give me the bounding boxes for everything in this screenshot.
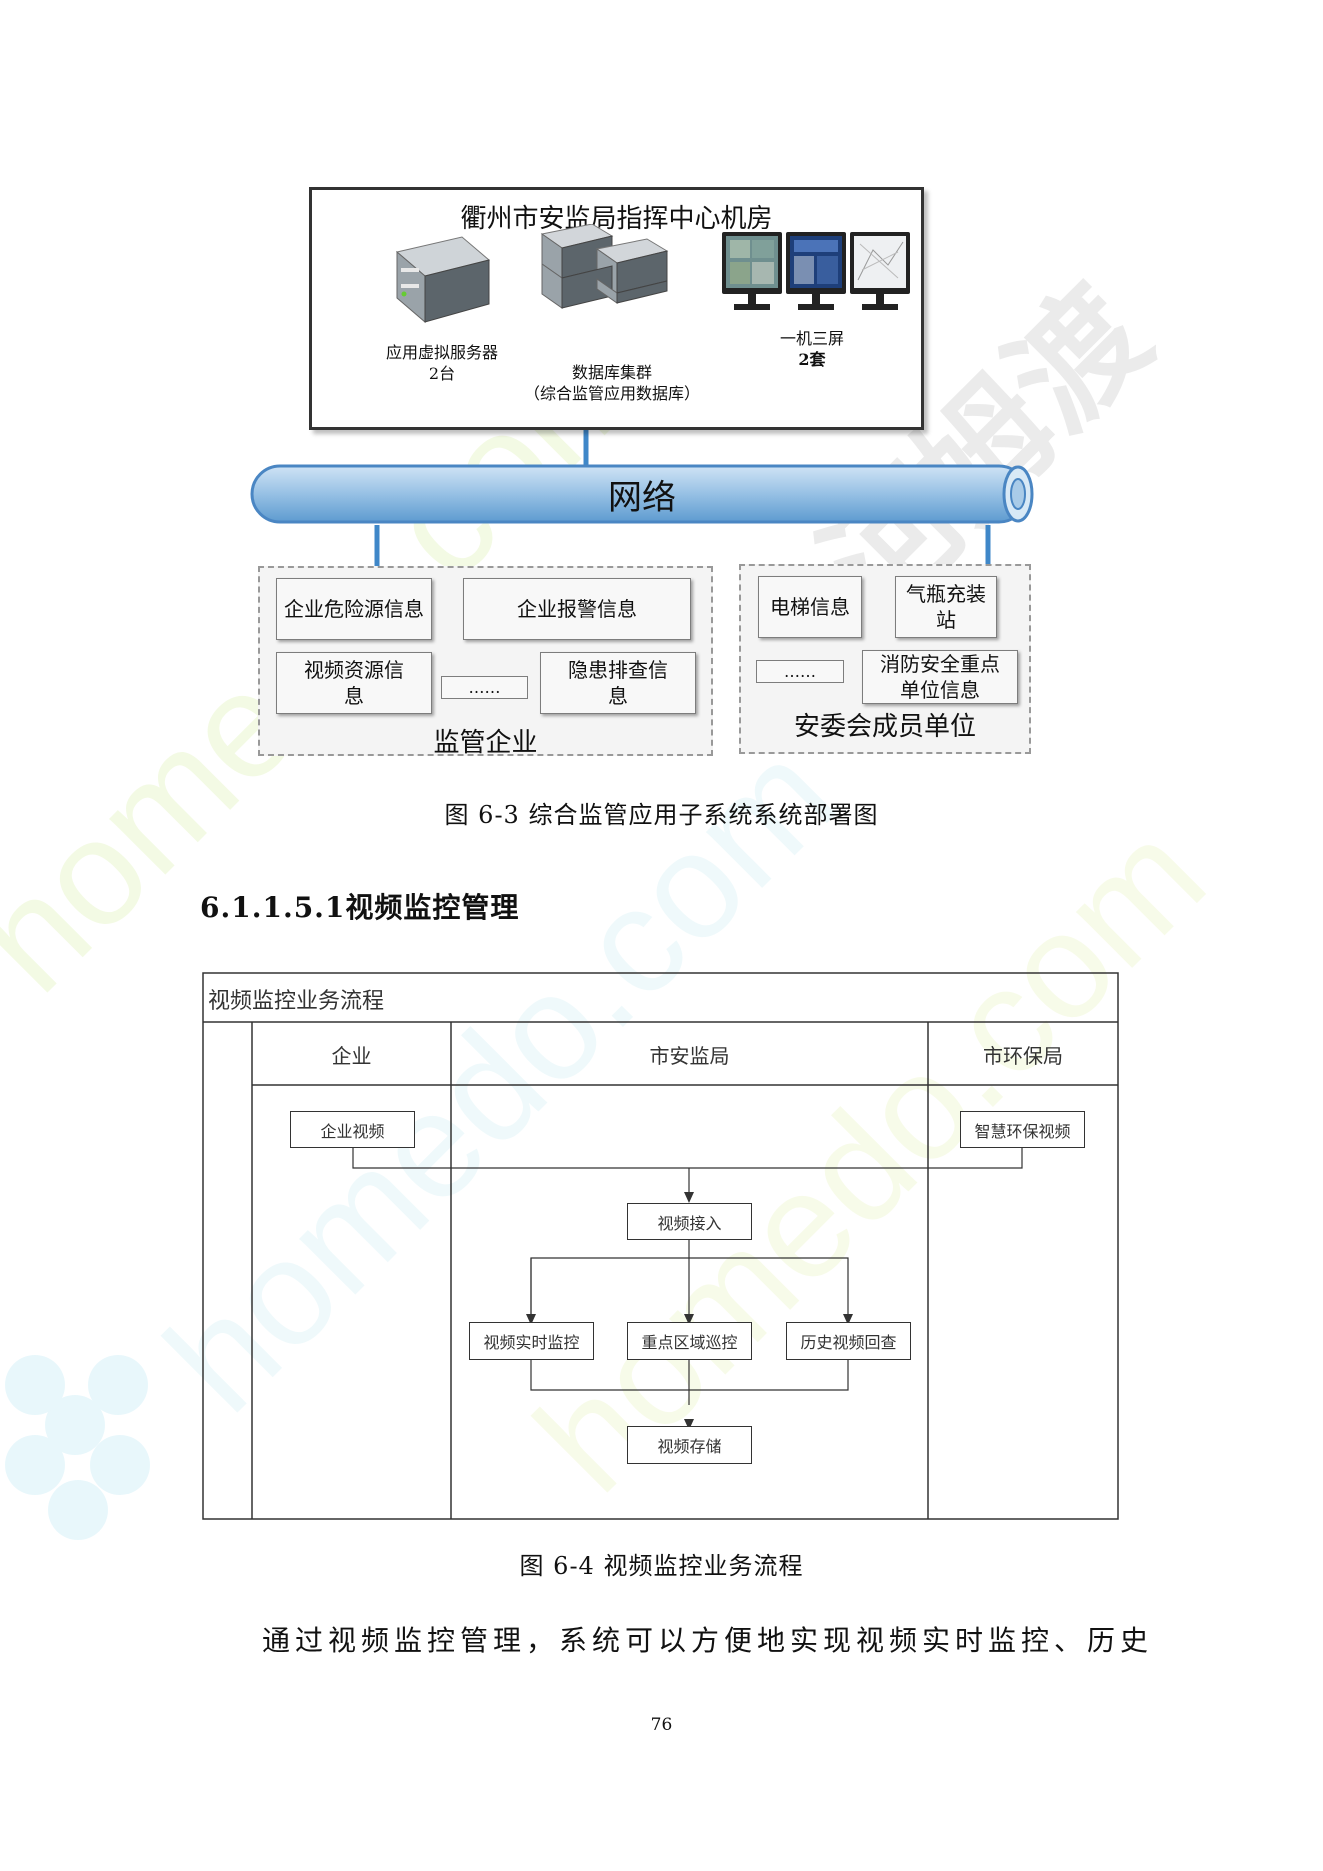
- figure-6-4-caption: 图 6-4 视频监控业务流程: [519, 1552, 804, 1580]
- three-screens-icon: [722, 232, 910, 310]
- database-label-name: 数据库集群: [571, 363, 652, 382]
- server-icon: [395, 236, 491, 324]
- lane-city-environment-bureau: 市环保局: [983, 1044, 1063, 1068]
- machine-room-box: 衢州市安监局指挥中心机房: [309, 187, 924, 430]
- server-label-name: 应用虚拟服务器: [385, 343, 498, 362]
- lane-city-safety-bureau: 市安监局: [649, 1044, 730, 1068]
- node-realtime-monitor: 视频实时监控: [469, 1322, 594, 1360]
- section-heading: 6.1.1.5.1视频监控管理: [200, 891, 520, 924]
- node-video-storage: 视频存储: [627, 1426, 752, 1464]
- node-key-area-patrol: 重点区域巡控: [627, 1322, 752, 1360]
- video-resource-info-box: 视频资源信息: [276, 652, 432, 714]
- lane-enterprise: 企业: [331, 1044, 372, 1068]
- screens-label: 一机三屏 2套: [732, 328, 892, 370]
- video-flow-figure: 视频监控业务流程 企业 市安监局 市环保局 企业视频 智慧环保视频 视频接入 视…: [202, 972, 1119, 1580]
- page-number: 76: [650, 1715, 673, 1735]
- network-pipe: [250, 464, 1034, 524]
- body-paragraph: 通过视频监控管理，系统可以方便地实现视频实时监控、历史: [262, 1624, 1154, 1657]
- node-history-review: 历史视频回查: [786, 1322, 911, 1360]
- network-label: 网络: [608, 478, 676, 518]
- node-enterprise-video: 企业视频: [290, 1111, 415, 1148]
- flow-chart-title: 视频监控业务流程: [208, 989, 385, 1014]
- elevator-info-box: 电梯信息: [758, 576, 862, 638]
- figure-6-3-caption: 图 6-3 综合监管应用子系统系统部署图: [444, 801, 879, 829]
- hazard-source-info-box: 企业危险源信息: [276, 578, 432, 640]
- safety-committee-label: 安委会成员单位: [793, 712, 976, 742]
- deployment-figure: 衢州市安监局指挥中心机房: [0, 0, 1323, 829]
- gas-cylinder-station-box: 气瓶充装站: [895, 576, 997, 638]
- node-smart-env-video: 智慧环保视频: [960, 1111, 1085, 1148]
- database-label-desc: （综合监管应用数据库）: [523, 384, 700, 403]
- server-label-count: 2台: [428, 364, 456, 383]
- ellipsis-box-left: ……: [441, 676, 528, 699]
- flow-grid: [202, 972, 1119, 1520]
- ellipsis-box-right: ……: [756, 660, 844, 683]
- node-video-access: 视频接入: [627, 1203, 752, 1240]
- screens-label-count: 2套: [798, 350, 826, 369]
- alarm-info-box: 企业报警信息: [463, 578, 691, 640]
- database-label: 数据库集群 （综合监管应用数据库）: [502, 362, 722, 404]
- fire-safety-unit-box: 消防安全重点单位信息: [862, 650, 1018, 704]
- machine-room-title: 衢州市安监局指挥中心机房: [460, 204, 773, 234]
- database-cluster-icon: [540, 224, 669, 309]
- server-label: 应用虚拟服务器 2台: [362, 342, 522, 384]
- regulated-enterprise-label: 监管企业: [433, 728, 538, 758]
- deployment-connectors: [374, 430, 991, 566]
- screens-label-name: 一机三屏: [779, 329, 844, 348]
- hidden-danger-info-box: 隐患排查信息: [540, 652, 696, 714]
